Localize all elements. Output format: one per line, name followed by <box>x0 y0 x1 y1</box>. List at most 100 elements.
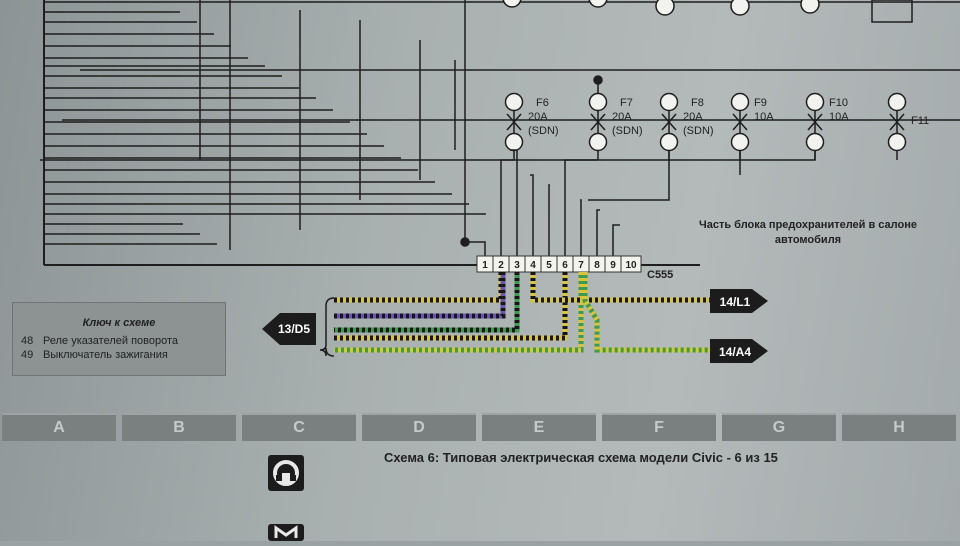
fuse-rating: 10A <box>754 111 774 123</box>
top-partial-fuses <box>502 0 820 16</box>
svg-text:8: 8 <box>594 260 600 271</box>
harness-wire-yellow-black <box>334 272 504 303</box>
svg-text:10: 10 <box>625 260 637 271</box>
key-item-number: 49 <box>21 349 34 361</box>
top-fuse-circle <box>730 0 750 16</box>
harness-wire-to-a4 <box>582 272 710 353</box>
connector-pin: 10 <box>620 255 642 273</box>
fuse-note: (SDN) <box>683 125 714 137</box>
top-fuse-circle <box>655 0 675 16</box>
ref-arrow-right-bottom[interactable]: 14/A4 <box>710 339 768 363</box>
connector-pin: 8 <box>588 255 606 273</box>
bus-wires <box>40 0 960 250</box>
ref-arrow-left-label: 13/D5 <box>278 322 310 336</box>
drop-wire <box>548 184 550 256</box>
connector-pin: 1 <box>476 255 494 273</box>
grid-column-e: E <box>482 413 596 441</box>
harness-wires <box>334 272 710 353</box>
page-caption: Схема 6: Типовая электрическая схема мод… <box>384 450 778 465</box>
connector-drop-wires <box>465 149 816 256</box>
svg-text:7: 7 <box>578 260 584 271</box>
connector-pin: 2 <box>492 255 510 273</box>
grid-column-a: A <box>2 413 116 441</box>
drop-wire <box>465 241 486 256</box>
top-fuse-circle <box>800 0 820 14</box>
key-item-label: Выключатель зажигания <box>43 349 168 361</box>
connector-pin: 5 <box>540 255 558 273</box>
fuse-rating: 10A <box>829 111 849 123</box>
fuse-block-label-line1: Часть блока предохранителей в салоне <box>699 219 917 231</box>
svg-text:2: 2 <box>498 260 504 271</box>
grid-column-f: F <box>602 413 716 441</box>
ref-arrow-left-shape <box>262 313 316 345</box>
drop-wire <box>580 199 582 256</box>
connector-pin: 7 <box>572 255 590 273</box>
grid-column-d: D <box>362 413 476 441</box>
ref-arrow-right-top-shape <box>710 289 768 313</box>
brand-logo-icon <box>268 455 304 491</box>
ref-arrow-left[interactable]: 13/D5 <box>262 313 316 345</box>
top-right-component <box>871 0 913 23</box>
drop-wire <box>500 159 514 256</box>
drop-wire <box>700 151 816 161</box>
fuse-block-label-line2: автомобиля <box>775 234 841 246</box>
fuse-name: F6 <box>536 97 549 109</box>
svg-text:1: 1 <box>482 260 488 271</box>
connector-pin: 9 <box>604 255 622 273</box>
drop-wire <box>588 151 670 201</box>
connector-pin: 6 <box>556 255 574 273</box>
section-logo-icon <box>268 524 304 541</box>
svg-text:5: 5 <box>546 260 552 271</box>
steering-wheel-icon <box>273 460 299 486</box>
fuse-f11: F11 <box>887 92 929 160</box>
fuse-f8: F8 20A (SDN) <box>659 92 714 160</box>
fuse-note: (SDN) <box>528 125 559 137</box>
fuse-note: (SDN) <box>612 125 643 137</box>
ref-arrow-right-top[interactable]: 14/L1 <box>710 289 768 313</box>
fuse-f7: F7 20A (SDN) <box>588 92 643 160</box>
harness-wire-violet-black <box>334 272 506 319</box>
fuse-name: F7 <box>620 97 633 109</box>
key-title: Ключ к схеме <box>82 317 156 329</box>
ref-arrow-right-bottom-shape <box>710 339 768 363</box>
grid-column-b: B <box>122 413 236 441</box>
fuse-name: F11 <box>911 115 929 127</box>
drop-wire <box>510 149 518 256</box>
fuse-row: F620A(SDN)F720A(SDN)F820A(SDN)F910AF1010… <box>504 92 929 160</box>
drop-wire <box>564 159 598 256</box>
grid-column-h: H <box>842 413 956 441</box>
harness-wire-to-l1 <box>530 272 710 303</box>
harness-wire-green-black <box>334 272 520 333</box>
top-fuse-circle <box>588 0 608 8</box>
fuse-name: F9 <box>754 97 767 109</box>
connector-name: C555 <box>647 269 673 281</box>
connector-pin: 4 <box>524 255 542 273</box>
ref-arrow-right-top-label: 14/L1 <box>720 295 751 309</box>
grid-column-c: C <box>242 413 356 441</box>
key-item: 49 Выключатель зажигания <box>21 349 168 361</box>
svg-text:6: 6 <box>562 260 568 271</box>
harness-wire-yellow-black-2 <box>334 272 568 341</box>
fuse-name: F10 <box>829 97 848 109</box>
svg-text:9: 9 <box>610 260 616 271</box>
drop-wire <box>612 224 620 256</box>
fuse-rating: 20A <box>612 111 632 123</box>
drop-wire <box>530 174 534 256</box>
ref-arrow-right-bottom-label: 14/A4 <box>719 345 751 359</box>
connector-pin: 3 <box>508 255 526 273</box>
svg-text:3: 3 <box>514 260 520 271</box>
svg-text:4: 4 <box>530 260 536 271</box>
drop-wire <box>596 209 600 256</box>
fuse-rating: 20A <box>683 111 703 123</box>
top-fuse-circle <box>502 0 522 8</box>
fuse-name: F8 <box>691 97 704 109</box>
